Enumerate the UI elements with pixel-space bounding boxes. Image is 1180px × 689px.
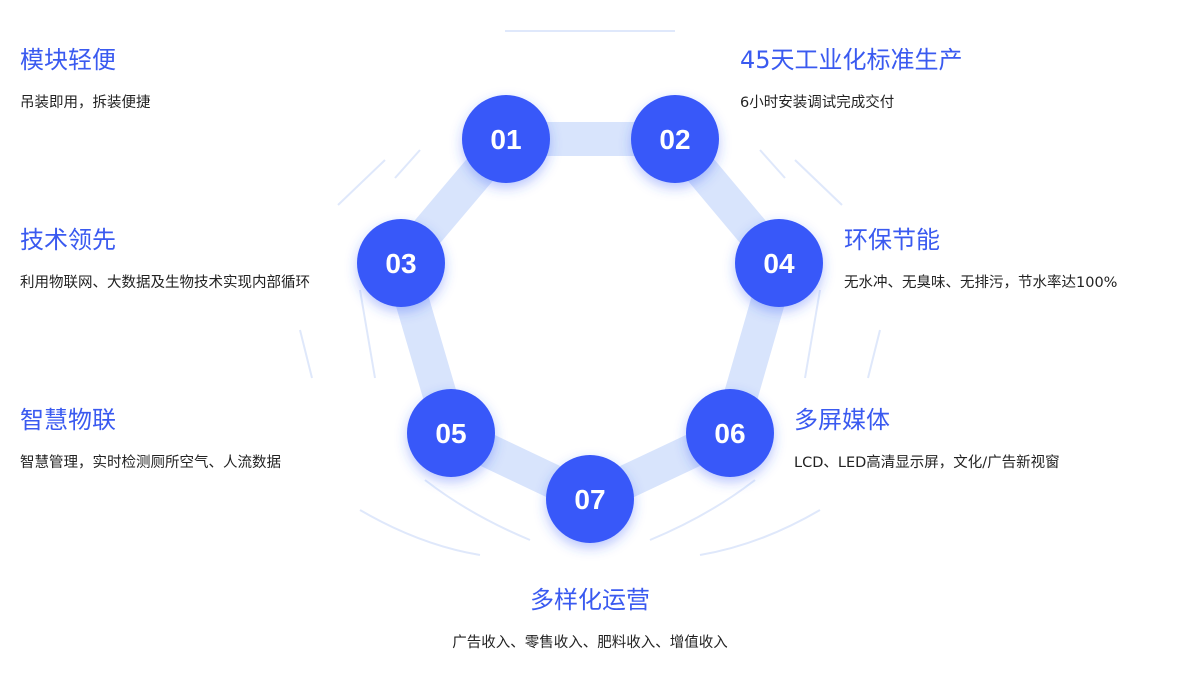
feature-block-07: 多样化运营 广告收入、零售收入、肥料收入、增值收入 xyxy=(0,585,1180,653)
feature-block-02: 45天工业化标准生产 6小时安装调试完成交付 xyxy=(740,45,963,113)
feature-block-04: 环保节能 无水冲、无臭味、无排污，节水率达100% xyxy=(844,225,1117,293)
node-number: 05 xyxy=(435,418,466,449)
feature-description: LCD、LED高清显示屏，文化/广告新视窗 xyxy=(794,455,1060,471)
feature-description: 利用物联网、大数据及生物技术实现内部循环 xyxy=(20,275,310,291)
node-06: 06 xyxy=(686,389,774,477)
feature-title: 45天工业化标准生产 xyxy=(740,46,963,74)
node-04: 04 xyxy=(735,219,823,307)
node-01: 01 xyxy=(462,95,550,183)
node-number: 07 xyxy=(574,484,605,515)
feature-title: 技术领先 xyxy=(20,226,116,254)
node-02: 02 xyxy=(631,95,719,183)
feature-block-05: 智慧物联 智慧管理，实时检测厕所空气、人流数据 xyxy=(20,405,281,473)
node-number: 04 xyxy=(763,248,795,279)
node-07: 07 xyxy=(546,455,634,543)
feature-title: 模块轻便 xyxy=(20,46,116,74)
feature-description: 无水冲、无臭味、无排污，节水率达100% xyxy=(844,275,1118,291)
decorative-outer-ring xyxy=(299,30,881,556)
feature-title: 环保节能 xyxy=(844,226,940,254)
node-03: 03 xyxy=(357,219,445,307)
feature-block-01: 模块轻便 吊装即用，拆装便捷 xyxy=(20,45,151,113)
feature-description: 智慧管理，实时检测厕所空气、人流数据 xyxy=(20,455,281,471)
feature-title: 智慧物联 xyxy=(20,406,116,434)
node-number: 06 xyxy=(714,418,745,449)
node-number: 03 xyxy=(385,248,416,279)
feature-block-06: 多屏媒体 LCD、LED高清显示屏，文化/广告新视窗 xyxy=(794,405,1060,473)
feature-block-03: 技术领先 利用物联网、大数据及生物技术实现内部循环 xyxy=(20,225,310,293)
feature-title: 多样化运营 xyxy=(530,586,650,614)
node-number: 02 xyxy=(659,124,690,155)
feature-description: 吊装即用，拆装便捷 xyxy=(20,95,151,111)
node-05: 05 xyxy=(407,389,495,477)
feature-title: 多屏媒体 xyxy=(794,406,890,434)
node-number: 01 xyxy=(490,124,521,155)
feature-description: 广告收入、零售收入、肥料收入、增值收入 xyxy=(452,635,728,651)
feature-description: 6小时安装调试完成交付 xyxy=(740,95,895,111)
